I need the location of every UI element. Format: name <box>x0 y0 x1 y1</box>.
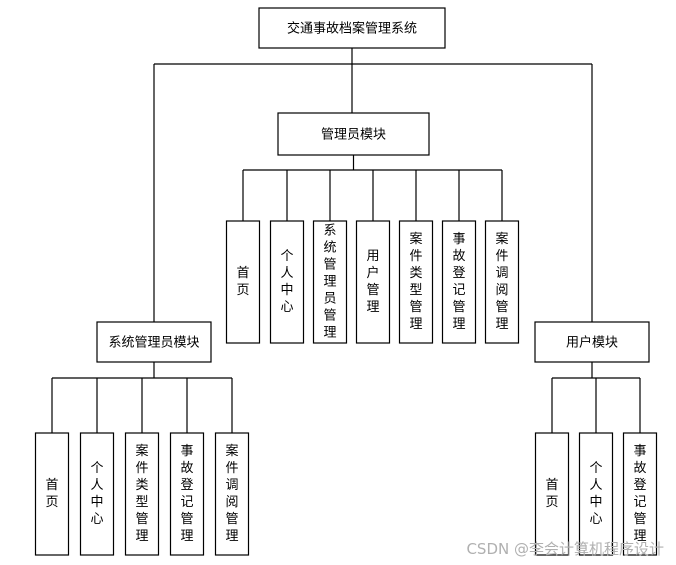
sysadmin-child-box-label: 案件调阅管理 <box>225 444 238 544</box>
admin-child-box: 案件调阅管理 <box>484 220 520 344</box>
sysadmin-child-box-label: 事故登记管理 <box>180 444 193 544</box>
admin-module-box: 管理员模块 <box>277 112 430 156</box>
user-module-box: 用户模块 <box>534 321 650 363</box>
user-child-box: 事故登记管理 <box>622 432 658 556</box>
admin-child-box: 个人中心 <box>269 220 305 344</box>
user-module-box-label: 用户模块 <box>566 335 618 351</box>
admin-child-box-label: 首页 <box>236 266 249 298</box>
admin-child-box: 案件类型管理 <box>398 220 434 344</box>
admin-child-box: 用户管理 <box>355 220 391 344</box>
admin-module-box-label: 管理员模块 <box>321 128 386 143</box>
root-system-box-label: 交通事故档案管理系统 <box>287 21 417 37</box>
admin-child-box: 首页 <box>225 220 261 344</box>
user-child-box-label: 个人中心 <box>589 461 602 527</box>
admin-child-box-label: 案件类型管理 <box>409 232 422 332</box>
admin-child-box-label: 案件调阅管理 <box>495 232 508 332</box>
admin-child-box: 系统管理员管理 <box>312 220 348 344</box>
sysadmin-child-box: 首页 <box>34 432 70 556</box>
sysadmin-child-box: 事故登记管理 <box>169 432 205 556</box>
sysadmin-child-box-label: 个人中心 <box>90 461 103 527</box>
sysadmin-child-box-label: 首页 <box>45 478 58 510</box>
user-child-box: 首页 <box>534 432 570 556</box>
admin-child-box-label: 系统管理员管理 <box>323 224 336 341</box>
user-child-box-label: 首页 <box>545 478 558 510</box>
csdn-watermark: CSDN @李会计算机程序设计 <box>466 540 664 558</box>
sysadmin-child-box: 案件调阅管理 <box>214 432 250 556</box>
admin-child-box-label: 用户管理 <box>366 249 379 315</box>
sysadmin-child-box: 个人中心 <box>79 432 115 556</box>
admin-child-box-label: 事故登记管理 <box>452 232 465 332</box>
root-system-box: 交通事故档案管理系统 <box>258 7 446 49</box>
sysadmin-child-box-label: 案件类型管理 <box>135 444 148 544</box>
admin-child-box-label: 个人中心 <box>280 249 293 315</box>
user-child-box: 个人中心 <box>578 432 614 556</box>
sysadmin-module-box-label: 系统管理员模块 <box>108 336 199 351</box>
sysadmin-module-box: 系统管理员模块 <box>96 321 212 363</box>
admin-child-box: 事故登记管理 <box>441 220 477 344</box>
sysadmin-child-box: 案件类型管理 <box>124 432 160 556</box>
user-child-box-label: 事故登记管理 <box>633 444 646 544</box>
